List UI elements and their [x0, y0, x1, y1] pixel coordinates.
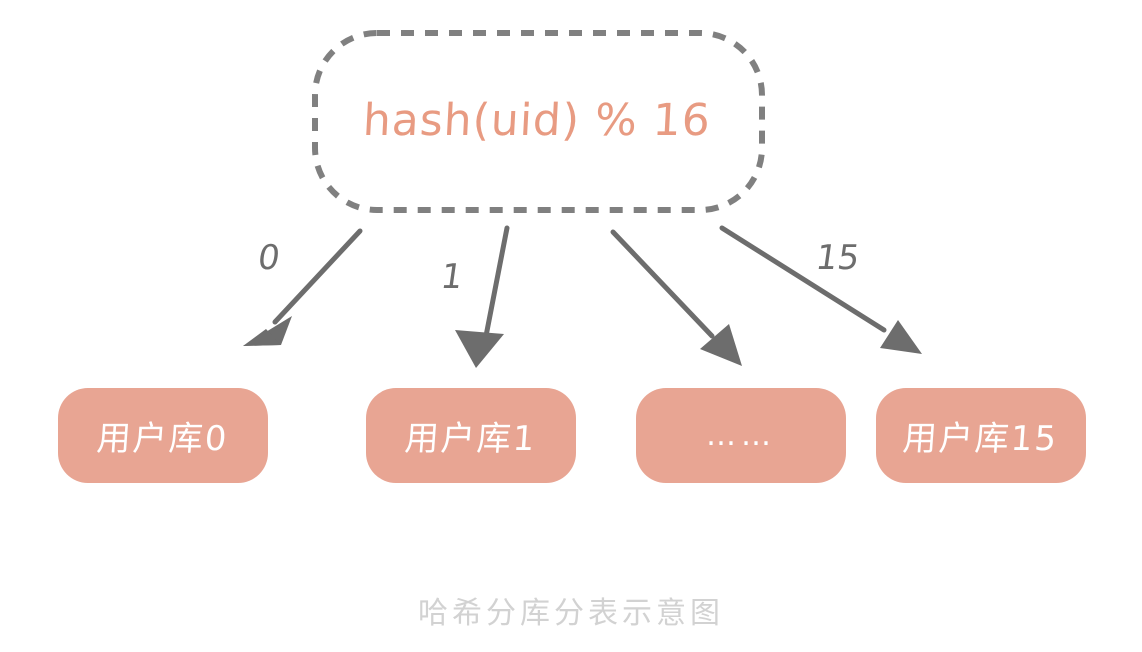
arrow-0	[243, 228, 363, 346]
db-box-1: 用户库1	[366, 388, 576, 483]
arrow-15	[719, 225, 922, 354]
arrow-1	[455, 225, 510, 368]
hash-node-dashed-border	[312, 30, 765, 213]
arrow-2	[610, 229, 742, 366]
db-box-ellipsis: ……	[636, 388, 846, 483]
arrow-label-15: 15	[813, 238, 863, 278]
db-box-0: 用户库0	[58, 388, 268, 483]
db-box-15: 用户库15	[876, 388, 1086, 483]
db-box-1-label: 用户库1	[403, 419, 538, 459]
db-box-15-label: 用户库15	[901, 419, 1060, 459]
hash-node: hash(uid) % 16	[312, 30, 762, 210]
db-box-0-label: 用户库0	[95, 419, 230, 459]
diagram-caption: 哈希分库分表示意图	[418, 596, 724, 631]
hash-node-label: hash(uid) % 16	[361, 94, 713, 146]
db-box-ellipsis-label: ……	[706, 418, 776, 453]
